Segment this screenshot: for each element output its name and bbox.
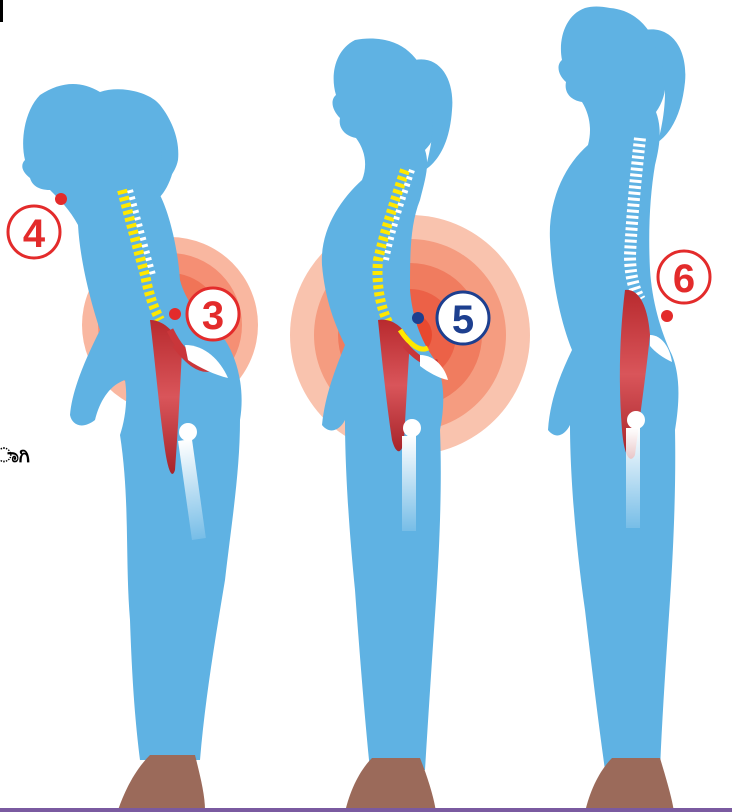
bottom-rule (0, 808, 732, 812)
marker-3-number: 3 (202, 294, 224, 338)
figure-arched (290, 39, 530, 812)
marker-6-dot (661, 310, 673, 322)
corner-mark (0, 0, 3, 22)
marker-6: 6 (658, 251, 710, 322)
marker-5-number: 5 (452, 298, 474, 342)
shoe-upright (585, 758, 674, 812)
shoe-slouched (118, 755, 205, 810)
figure-upright (548, 7, 685, 812)
body-silhouette-slouched (22, 84, 241, 760)
body-silhouette-arched (322, 39, 443, 771)
marker-4-number: 4 (23, 212, 46, 256)
marker-6-number: 6 (673, 257, 695, 301)
marker-4: 4 (8, 193, 67, 258)
figure-slouched (22, 84, 258, 810)
body-silhouette-upright (548, 7, 678, 771)
marker-4-dot (55, 193, 67, 205)
shoe-arched (345, 758, 436, 812)
marker-3-dot (169, 308, 181, 320)
edge-text: ಾಗಿ (0, 445, 30, 467)
marker-5-dot (412, 312, 424, 324)
